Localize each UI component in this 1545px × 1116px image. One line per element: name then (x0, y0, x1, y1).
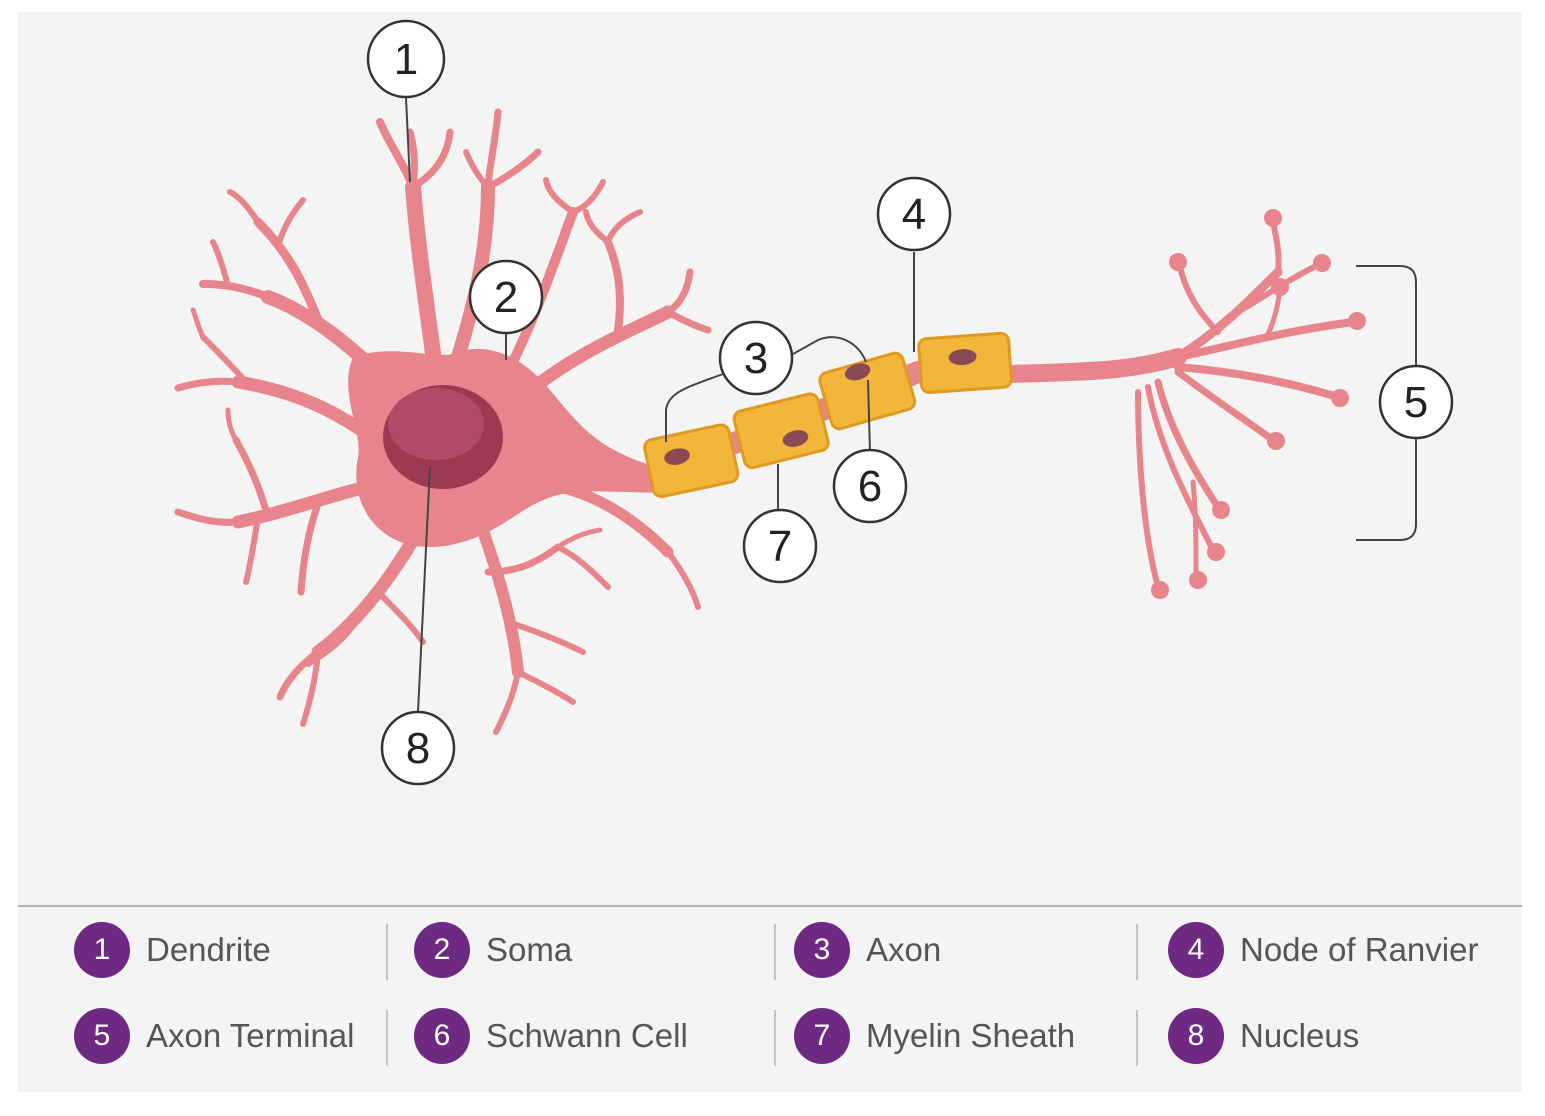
legend-item-nucleus: 8 Nucleus (1168, 1006, 1359, 1066)
legend-badge: 1 (74, 922, 130, 978)
callout-3: 3 (718, 320, 794, 396)
legend-item-dendrite: 1 Dendrite (74, 920, 271, 980)
legend-item-axon: 3 Axon (794, 920, 941, 980)
legend-separator (1136, 1010, 1138, 1066)
callout-2: 2 (468, 259, 544, 335)
svg-text:3: 3 (744, 334, 768, 383)
schwann-cell (818, 351, 917, 431)
legend-item-schwann-cell: 6 Schwann Cell (414, 1006, 688, 1066)
callout-5: 5 (1378, 364, 1454, 440)
legend-label: Nucleus (1240, 1017, 1360, 1054)
legend-label: Soma (486, 931, 573, 968)
legend-label: Myelin Sheath (866, 1017, 1076, 1054)
svg-text:5: 5 (1404, 378, 1428, 427)
legend-badge: 5 (74, 1008, 130, 1064)
svg-text:6: 6 (858, 462, 882, 511)
legend-badge: 2 (414, 922, 470, 978)
callout-8: 8 (380, 710, 456, 786)
legend-separator (386, 924, 388, 980)
legend-divider (18, 905, 1522, 907)
legend-badge: 6 (414, 1008, 470, 1064)
legend-item-myelin-sheath: 7 Myelin Sheath (794, 1006, 1075, 1066)
schwann-cell (643, 423, 740, 499)
legend-label: Schwann Cell (486, 1017, 688, 1054)
legend-item-axon-terminal: 5 Axon Terminal (74, 1006, 355, 1066)
callout-7: 7 (742, 508, 818, 584)
svg-text:8: 8 (406, 724, 430, 773)
svg-text:1: 1 (394, 35, 418, 84)
svg-text:2: 2 (494, 273, 518, 322)
svg-text:7: 7 (768, 522, 792, 571)
schwann-cell (732, 392, 830, 470)
axon-terminals (999, 219, 1357, 590)
nucleus-highlight (388, 388, 484, 460)
legend: 1 Dendrite 2 Soma 3 Axon 4 Node of Ranvi… (18, 908, 1522, 1092)
legend-separator (774, 924, 776, 980)
legend-badge: 7 (794, 1008, 850, 1064)
legend-separator (386, 1010, 388, 1066)
legend-label: Dendrite (146, 931, 271, 968)
svg-text:4: 4 (902, 190, 926, 239)
legend-label: Axon (866, 931, 942, 968)
legend-item-soma: 2 Soma (414, 920, 572, 980)
legend-separator (1136, 924, 1138, 980)
callout-6: 6 (832, 448, 908, 524)
callout-1: 1 (366, 19, 446, 99)
axon-terminal-bulbs (1151, 209, 1366, 599)
legend-label: Node of Ranvier (1240, 931, 1479, 968)
schwann-cells (643, 331, 1013, 499)
legend-badge: 4 (1168, 922, 1224, 978)
legend-label: Axon Terminal (146, 1017, 355, 1054)
legend-separator (774, 1010, 776, 1066)
dendrites (174, 108, 712, 735)
legend-badge: 8 (1168, 1008, 1224, 1064)
legend-item-node-of-ranvier: 4 Node of Ranvier (1168, 920, 1478, 980)
neuron-figure: 1 2 3 4 5 6 7 8 (18, 12, 1522, 1092)
neuron-diagram: 1 2 3 4 5 6 7 8 (174, 19, 1454, 786)
schwann-cell (917, 331, 1013, 394)
legend-badge: 3 (794, 922, 850, 978)
callout-4: 4 (876, 176, 952, 252)
